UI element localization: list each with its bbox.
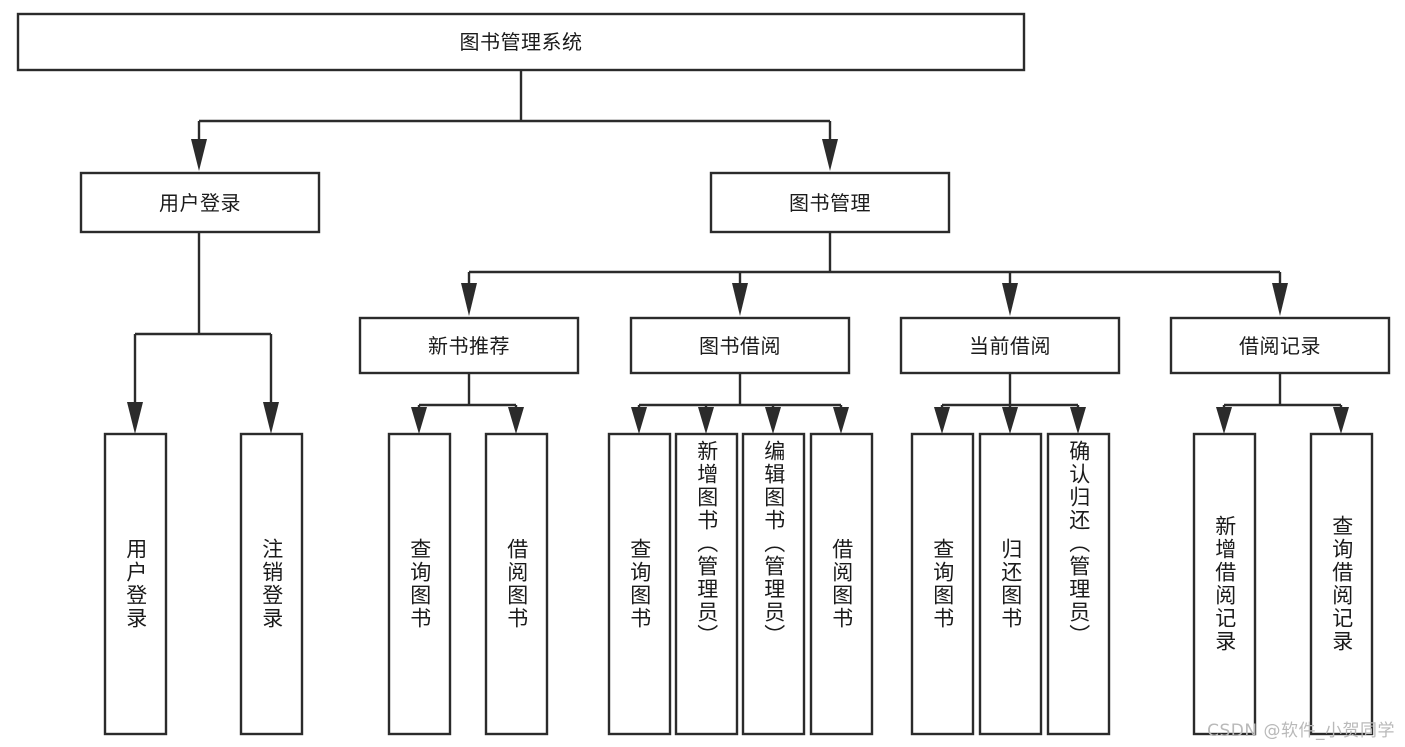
node-box-leaf-logout-login[interactable] (239, 432, 304, 736)
arrow-head-borrow-record (1272, 283, 1288, 316)
node-box-leaf-query-record[interactable] (1309, 432, 1374, 736)
node-box-leaf-borrow-book-2[interactable] (809, 432, 874, 736)
arrow-head-current-borrow (1002, 283, 1018, 316)
arrow-head-leaf-add-book (698, 407, 714, 434)
arrow-head-leaf-borrow-book-1 (508, 407, 524, 434)
node-box-current-borrow[interactable] (899, 316, 1121, 375)
arrow-head-leaf-logout-login (263, 402, 279, 434)
node-box-leaf-query-book-1[interactable] (387, 432, 452, 736)
node-box-book-management[interactable] (709, 171, 951, 234)
node-box-leaf-confirm-return[interactable] (1046, 432, 1111, 736)
node-box-new-book-recommend[interactable] (358, 316, 580, 375)
arrow-head-leaf-confirm-return (1070, 407, 1086, 434)
node-box-leaf-edit-book[interactable] (741, 432, 806, 736)
arrow-head-leaf-borrow-book-2 (833, 407, 849, 434)
node-box-book-borrow[interactable] (629, 316, 851, 375)
arrow-head-leaf-query-book-3 (934, 407, 950, 434)
arrow-head-leaf-add-record (1216, 407, 1232, 434)
arrow-head-leaf-user-login (127, 402, 143, 434)
node-box-leaf-user-login[interactable] (103, 432, 168, 736)
node-box-leaf-add-book[interactable] (674, 432, 739, 736)
node-box-leaf-query-book-2[interactable] (607, 432, 672, 736)
arrow-head-leaf-return-book (1002, 407, 1018, 434)
arrow-head-new-book-recommend (461, 283, 477, 316)
node-box-leaf-query-book-3[interactable] (910, 432, 975, 736)
node-box-leaf-add-record[interactable] (1192, 432, 1257, 736)
node-box-root[interactable] (16, 12, 1026, 72)
arrow-head-leaf-edit-book (765, 407, 781, 434)
arrow-head-leaf-query-record (1333, 407, 1349, 434)
node-box-leaf-return-book[interactable] (978, 432, 1043, 736)
node-box-user-login[interactable] (79, 171, 321, 234)
arrow-head-book-management (822, 139, 838, 171)
node-box-leaf-borrow-book-1[interactable] (484, 432, 549, 736)
arrow-head-book-borrow (732, 283, 748, 316)
arrow-head-leaf-query-book-2 (631, 407, 647, 434)
arrow-head-leaf-query-book-1 (411, 407, 427, 434)
arrow-head-user-login (191, 139, 207, 171)
csdn-watermark: CSDN @软件_小贺同学 (1207, 721, 1395, 741)
node-box-borrow-record[interactable] (1169, 316, 1391, 375)
